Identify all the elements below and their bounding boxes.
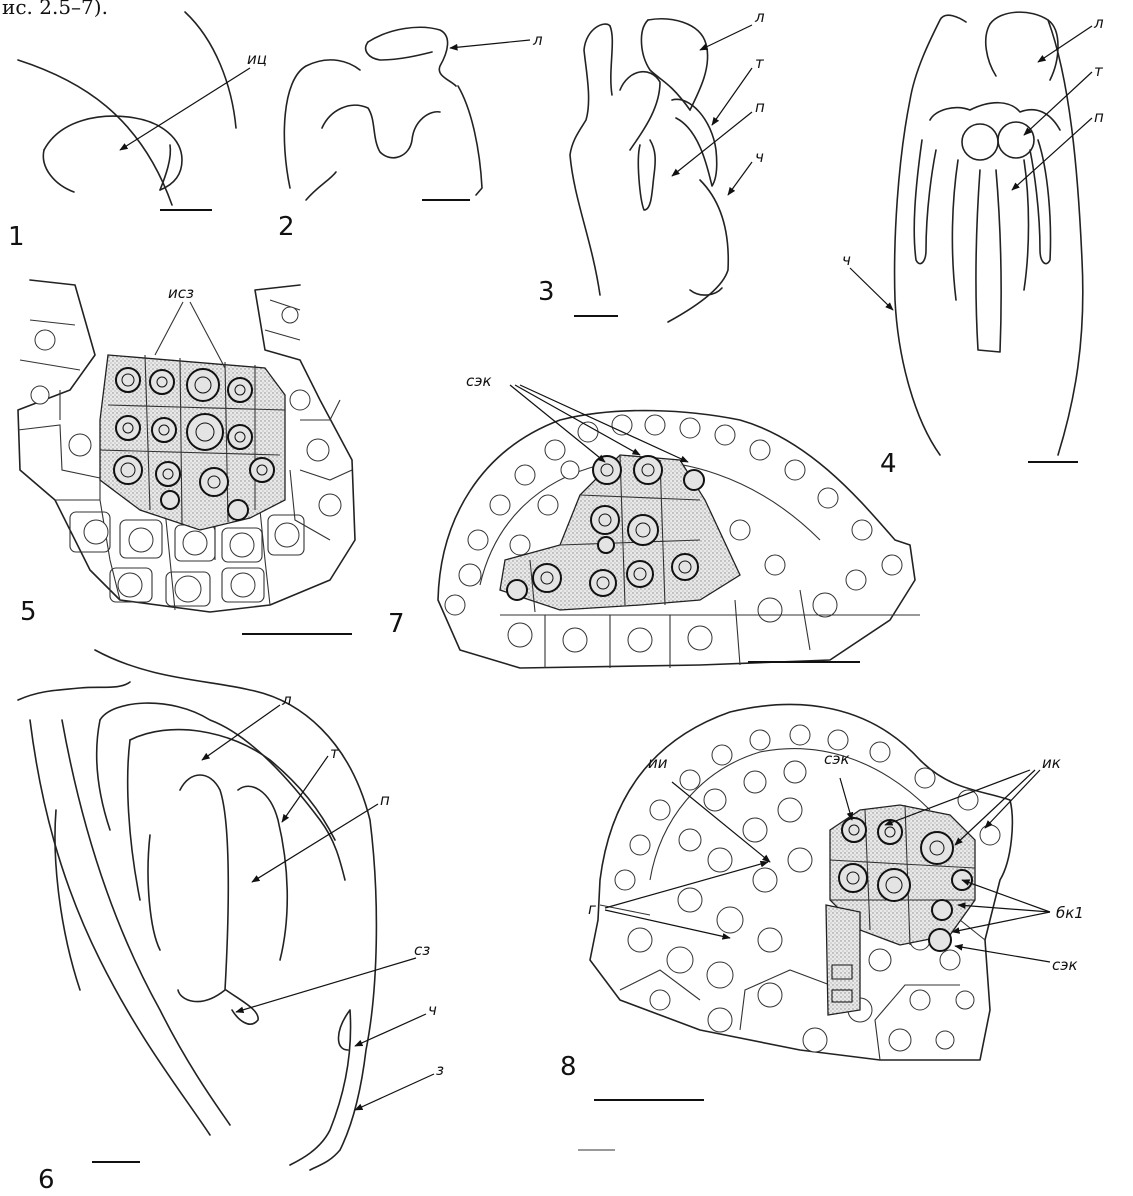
panel-8-label-g: г	[588, 900, 596, 918]
panel-4-label-p: п	[1094, 108, 1104, 126]
panel-4: л т п ч 4	[842, 12, 1104, 479]
panel-4-label-ch: ч	[842, 251, 851, 269]
panel-7-label-sek: сэк	[466, 372, 492, 390]
panel-3-label-t: т	[755, 54, 765, 72]
panel-3-label-ch: ч	[755, 148, 764, 166]
panel-4-label-l: л	[1093, 14, 1104, 32]
panel-7-number: 7	[388, 609, 405, 639]
panel-7: сэк 7	[388, 372, 920, 668]
panel-6-label-ch: ч	[428, 1001, 437, 1019]
panel-5-label-isz: исз	[168, 284, 194, 302]
panel-2-label-l: л	[532, 31, 543, 49]
panel-6-label-sz: сз	[414, 941, 430, 959]
panel-3-label-l: л	[754, 8, 765, 26]
header-fragment: ис. 2.5–7).	[2, 0, 108, 19]
panel-8-number: 8	[560, 1052, 577, 1082]
panel-8-label-ik: ик	[1042, 754, 1061, 772]
panel-8-label-sek-top: сэк	[824, 750, 850, 768]
panel-3-label-p: п	[755, 98, 765, 116]
panel-6-number: 6	[38, 1165, 55, 1195]
panel-6-label-p: п	[380, 791, 390, 809]
panel-5: исз 5	[18, 280, 355, 634]
panel-3: л т п ч 3	[538, 8, 765, 322]
panel-6-label-l: л	[281, 691, 292, 709]
panel-4-number: 4	[880, 449, 897, 479]
panel-8-label-ii: ии	[648, 754, 668, 772]
panel-8-label-bk1: бк1	[1056, 904, 1084, 922]
panel-5-number: 5	[20, 597, 37, 627]
panel-1-number: 1	[8, 222, 25, 252]
panel-6: л т п сз ч з 6	[18, 650, 444, 1195]
panel-3-number: 3	[538, 277, 555, 307]
panel-2: л 2	[278, 27, 543, 242]
panel-8: ии сэк ик г бк1 сэк 8	[560, 704, 1084, 1150]
panel-1-label-ic: иц	[247, 50, 267, 68]
panel-8-label-sek-bottom: сэк	[1052, 956, 1078, 974]
panel-2-number: 2	[278, 212, 295, 242]
panel-4-label-t: т	[1094, 62, 1104, 80]
panel-6-label-z: з	[436, 1061, 444, 1079]
panel-6-label-t: т	[330, 744, 340, 762]
panel-1: иц 1	[8, 12, 267, 252]
